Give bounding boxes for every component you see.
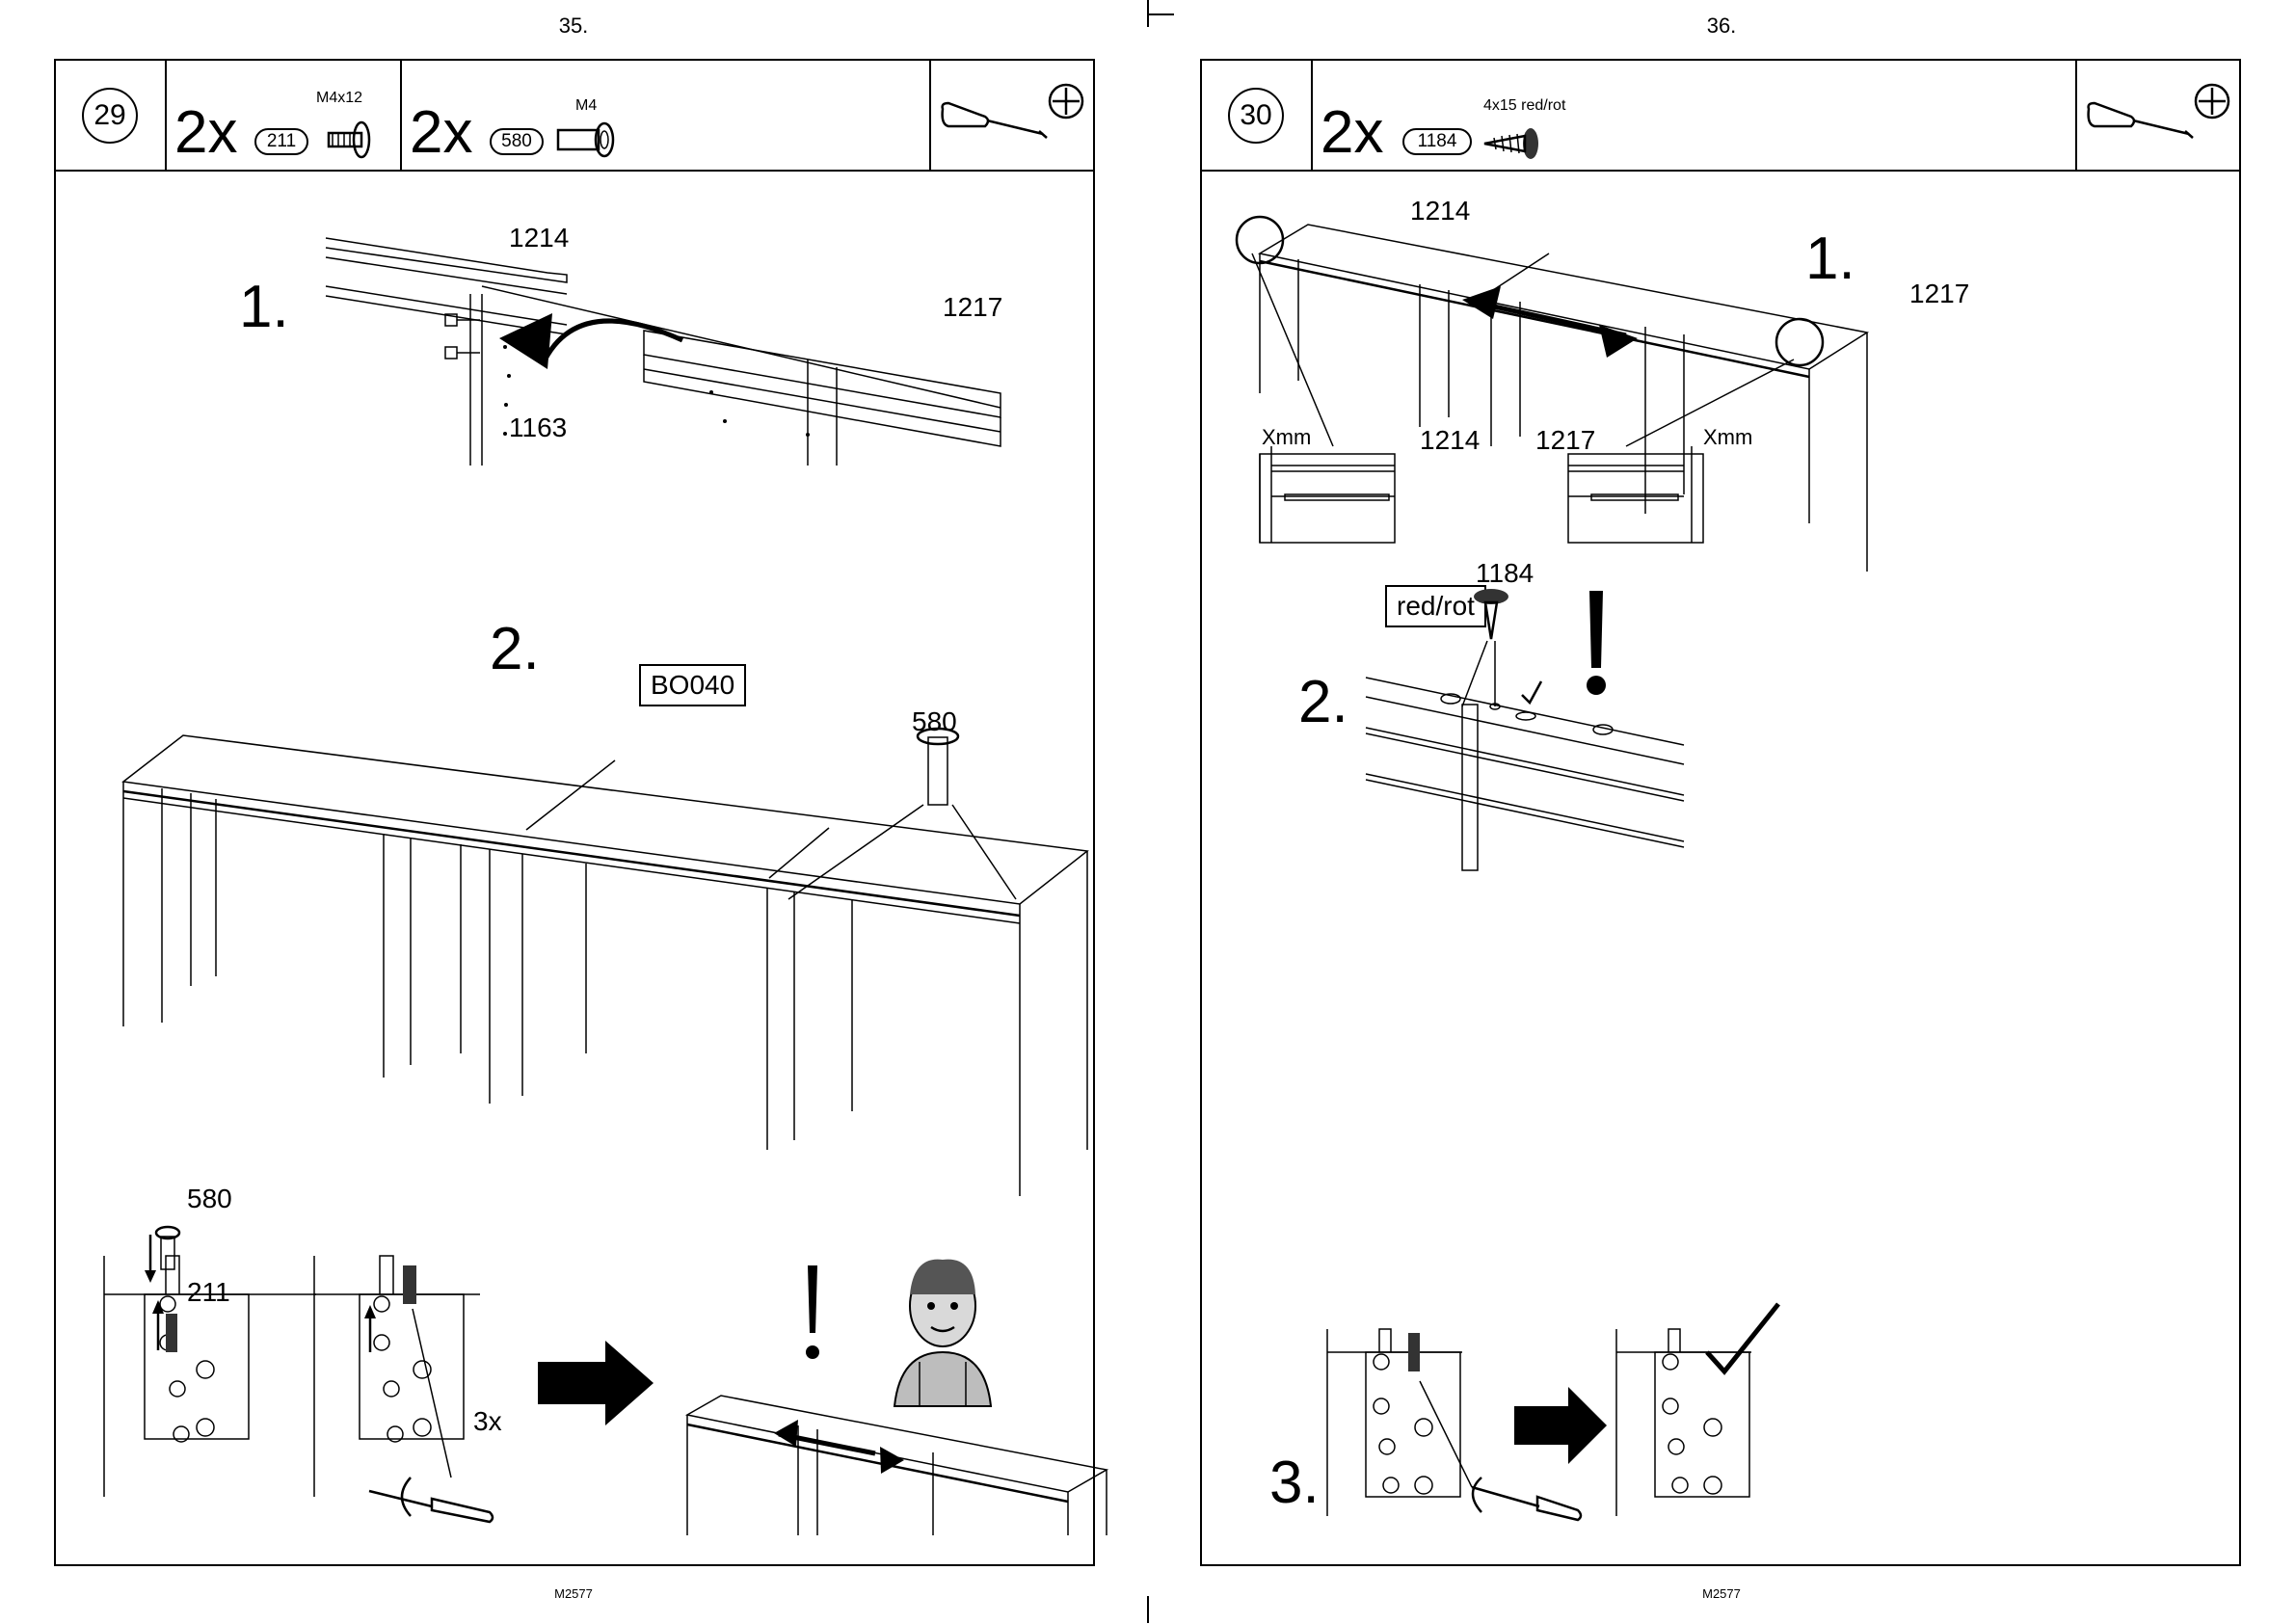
crop-mark <box>1134 1596 1149 1623</box>
wood-screw-icon <box>1481 122 1548 163</box>
part-number-badge: 580 <box>490 128 544 155</box>
screwdriver-icon <box>2085 99 2196 147</box>
substep-label: 1. <box>239 273 289 341</box>
repeat-count-label: 3x <box>473 1406 502 1437</box>
right-page: 36. 30 2x 1184 4x15 red/rot <box>1148 0 2295 1624</box>
tools-cell <box>929 61 1093 170</box>
step-header: 30 2x 1184 4x15 red/rot <box>1202 61 2239 172</box>
part-label-1217: 1217 <box>943 292 1002 323</box>
page-number: 35. <box>0 13 1147 39</box>
part-label-1214: 1214 <box>1420 425 1480 456</box>
hardware-item: 2x 580 M4 <box>402 61 691 170</box>
instruction-frame: 29 2x 211 M4x12 2x 580 M4 <box>54 59 1095 1566</box>
substep-label: 3. <box>1269 1449 1320 1517</box>
document-code: M2577 <box>0 1586 1147 1601</box>
step-number-cell: 29 <box>56 61 167 170</box>
rail-screw-illustration <box>1366 581 1751 870</box>
step-header: 29 2x 211 M4x12 2x 580 M4 <box>56 61 1093 172</box>
hardware-qty: 2x <box>1321 103 1383 163</box>
part-label-1214: 1214 <box>509 223 569 253</box>
detail-label-211: 211 <box>187 1277 230 1308</box>
tools-cell <box>2075 61 2239 170</box>
assembly-detail-illustration <box>104 1217 1087 1535</box>
hardware-size: M4x12 <box>316 90 362 107</box>
instruction-frame: 30 2x 1184 4x15 red/rot <box>1200 59 2241 1566</box>
step-number-cell: 30 <box>1202 61 1313 170</box>
gap-label-xmm: Xmm <box>1703 425 1752 450</box>
rail-joint-illustration <box>326 225 1078 466</box>
part-number-badge: 211 <box>254 128 308 155</box>
part-label-1217: 1217 <box>1535 425 1595 456</box>
wardrobe-top-illustration <box>94 668 1116 1208</box>
bolt-icon <box>321 119 379 162</box>
hardware-qty: 2x <box>410 103 472 163</box>
hardware-size: M4 <box>575 97 597 115</box>
part-label-1163: 1163 <box>509 413 567 443</box>
hardware-size: 4x15 red/rot <box>1483 97 1565 115</box>
step-number: 30 <box>1228 88 1284 144</box>
page-number: 36. <box>1148 13 2295 39</box>
cam-lock-tighten-illustration <box>1327 1323 1828 1564</box>
screwdriver-icon <box>939 99 1050 147</box>
hardware-item: 2x 1184 4x15 red/rot <box>1313 61 1795 170</box>
part-number-badge: 1184 <box>1402 128 1472 155</box>
gap-label-xmm: Xmm <box>1262 425 1311 450</box>
detail-label-580: 580 <box>187 1184 232 1214</box>
hardware-item: 2x 211 M4x12 <box>167 61 402 170</box>
left-page: 35. 29 2x 211 M4x12 2x 5 <box>0 0 1147 1624</box>
hardware-qty: 2x <box>174 103 237 163</box>
phillips-head-icon <box>2193 82 2231 120</box>
mascot-worker-icon <box>894 1260 991 1406</box>
phillips-head-icon <box>1047 82 1085 120</box>
cam-dowel-icon <box>554 120 622 159</box>
document-code: M2577 <box>1148 1586 2295 1601</box>
step-number: 29 <box>82 88 138 144</box>
substep-label: 2. <box>1298 668 1348 736</box>
